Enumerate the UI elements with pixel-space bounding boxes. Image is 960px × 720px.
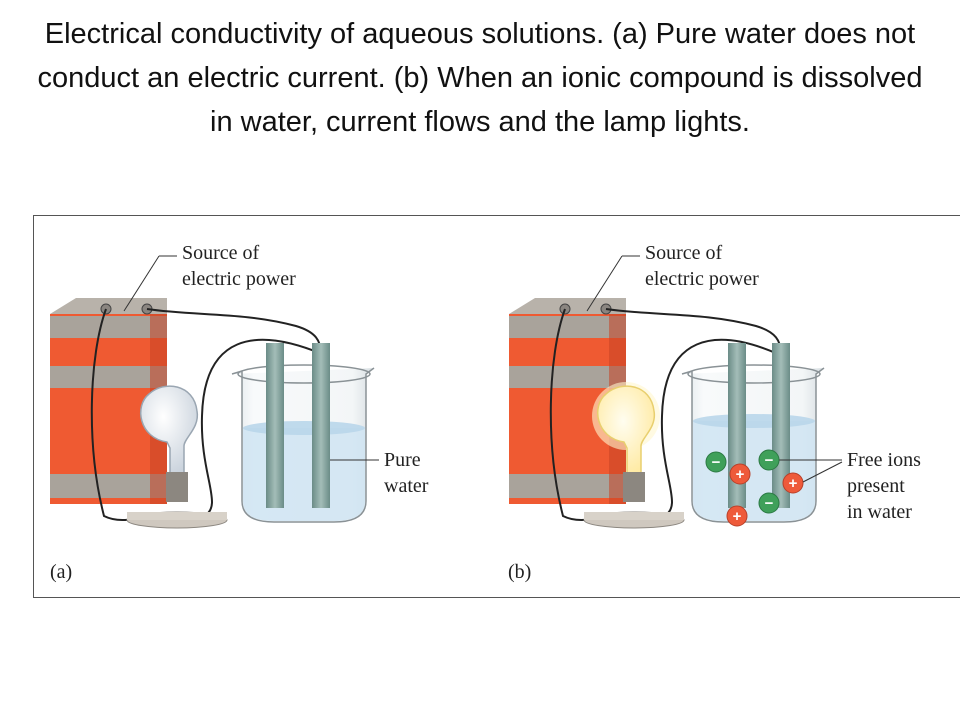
power-label-a-line2: electric power	[182, 268, 296, 290]
figure-box: Source of electric power Pure water (a)	[33, 215, 960, 598]
svg-text:+: +	[789, 475, 798, 492]
wires-a	[90, 308, 323, 521]
panel-b: − + − + − + Source of electric power	[508, 242, 921, 583]
panel-a: Source of electric power Pure water (a)	[50, 242, 429, 583]
ion-leader-lines	[779, 459, 843, 483]
power-label-a-line1: Source of	[182, 242, 260, 264]
lamp-b	[583, 382, 685, 529]
svg-text:+: +	[733, 508, 742, 525]
svg-text:−: −	[765, 452, 774, 469]
ion-positive-2: +	[782, 472, 804, 494]
ions-label-line2: present	[847, 475, 905, 497]
leader-line-power-a	[123, 255, 160, 312]
power-label-b-line2: electric power	[645, 268, 759, 290]
slide-title: Electrical conductivity of aqueous solut…	[37, 18, 923, 138]
ion-negative-1: −	[705, 451, 727, 473]
wires-b	[549, 308, 782, 521]
water-label-line2: water	[384, 475, 429, 497]
ion-negative-3: −	[758, 492, 780, 514]
beaker-a	[231, 343, 379, 523]
panel-label-b: (b)	[508, 561, 531, 583]
water-label-line1: Pure	[384, 449, 421, 471]
ion-negative-2: −	[758, 449, 780, 471]
battery-b	[509, 298, 626, 504]
ion-positive-1: +	[729, 463, 751, 485]
power-label-b-line1: Source of	[645, 242, 723, 264]
lamp-a	[126, 385, 228, 529]
ions-label-line1: Free ions	[847, 449, 921, 471]
conductivity-diagram: Source of electric power Pure water (a)	[50, 242, 921, 583]
panel-label-a: (a)	[50, 561, 72, 583]
beaker-b	[681, 343, 825, 523]
svg-text:−: −	[712, 454, 721, 471]
svg-text:−: −	[765, 495, 774, 512]
leader-line-power-b	[586, 255, 623, 312]
ions-label-line3: in water	[847, 501, 912, 523]
svg-text:+: +	[736, 466, 745, 483]
ion-positive-3: +	[726, 505, 748, 527]
